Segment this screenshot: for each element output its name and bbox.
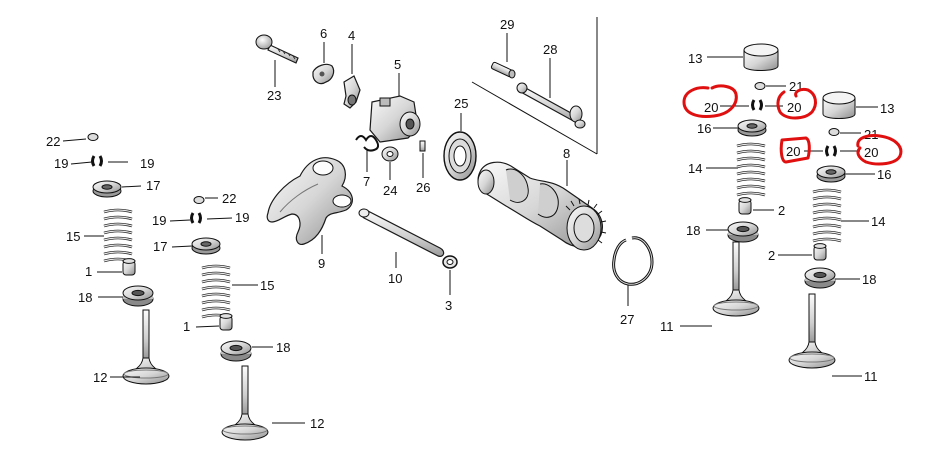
label-10: 10 <box>388 271 402 286</box>
label-12-b: 12 <box>310 416 324 431</box>
valve-assembly-right-a <box>712 43 779 317</box>
valve-assembly-left-a <box>87 133 170 385</box>
label-16-a: 16 <box>697 121 711 136</box>
pin-part-29 <box>490 33 516 79</box>
label-2-a: 2 <box>778 203 785 218</box>
spring-part-7 <box>355 135 380 172</box>
label-17-a: 17 <box>146 178 160 193</box>
highlight-20-d <box>856 134 903 166</box>
leader-lines-left-b <box>169 197 305 424</box>
label-14-b: 14 <box>871 214 885 229</box>
pin-part-26 <box>419 140 426 178</box>
label-5: 5 <box>394 57 401 72</box>
label-22-b: 22 <box>222 191 236 206</box>
label-13-b: 13 <box>880 101 894 116</box>
label-19-b: 19 <box>140 156 154 171</box>
washer-part-24 <box>381 146 399 180</box>
label-25: 25 <box>454 96 468 111</box>
label-16-b: 16 <box>877 167 891 182</box>
label-12-a: 12 <box>93 370 107 385</box>
label-14-a: 14 <box>688 161 702 176</box>
label-26: 26 <box>416 180 430 195</box>
label-13-a: 13 <box>688 51 702 66</box>
label-15-a: 15 <box>66 229 80 244</box>
label-20-a: 20 <box>704 100 718 115</box>
leader-lines-left-a <box>62 138 142 378</box>
label-11-b: 11 <box>864 369 878 384</box>
leader-lines-right-b <box>778 106 878 377</box>
label-2-b: 2 <box>768 248 775 263</box>
valve-assembly-left-b <box>190 196 269 441</box>
bracket-part-6 <box>312 42 335 85</box>
label-29: 29 <box>500 17 514 32</box>
ring-part-3 <box>442 255 458 295</box>
label-28: 28 <box>543 42 557 57</box>
label-7: 7 <box>363 174 370 189</box>
label-23: 23 <box>267 88 281 103</box>
rocker-shaft-part-10 <box>358 208 445 268</box>
label-6: 6 <box>320 26 327 41</box>
circlip-part-27 <box>612 236 654 306</box>
label-19-d: 19 <box>235 210 249 225</box>
label-3: 3 <box>445 298 452 313</box>
bearing-part-25 <box>443 113 477 181</box>
label-18-a: 18 <box>78 290 92 305</box>
label-1-b: 1 <box>183 319 190 334</box>
label-9: 9 <box>318 256 325 271</box>
lever-part-4 <box>343 44 361 109</box>
label-18-b: 18 <box>276 340 290 355</box>
valve-assembly-right-b <box>788 91 856 369</box>
shaft-part-28 <box>516 58 586 129</box>
bolt-part-23 <box>255 34 299 87</box>
label-1-a: 1 <box>85 264 92 279</box>
label-20-d: 20 <box>864 145 878 160</box>
label-20-c: 20 <box>786 144 800 159</box>
label-19-c: 19 <box>152 213 166 228</box>
label-4: 4 <box>348 28 355 43</box>
label-8: 8 <box>563 146 570 161</box>
rocker-arm-part-9 <box>266 157 353 254</box>
label-24: 24 <box>383 183 397 198</box>
label-22-a: 22 <box>46 134 60 149</box>
label-17-b: 17 <box>153 239 167 254</box>
highlight-20-a <box>682 84 738 118</box>
label-18-d: 18 <box>862 272 876 287</box>
shaft-box-frame <box>471 17 598 155</box>
label-19-a: 19 <box>54 156 68 171</box>
label-15-b: 15 <box>260 278 274 293</box>
label-11-a: 11 <box>660 319 674 334</box>
label-27: 27 <box>620 312 634 327</box>
highlight-20-b <box>776 88 817 120</box>
label-18-c: 18 <box>686 223 700 238</box>
camshaft-part-8 <box>477 160 607 251</box>
label-20-b: 20 <box>787 100 801 115</box>
highlight-20-c <box>779 136 811 164</box>
decompressor-part-5 <box>369 73 421 143</box>
red-highlight-marks <box>682 84 903 166</box>
